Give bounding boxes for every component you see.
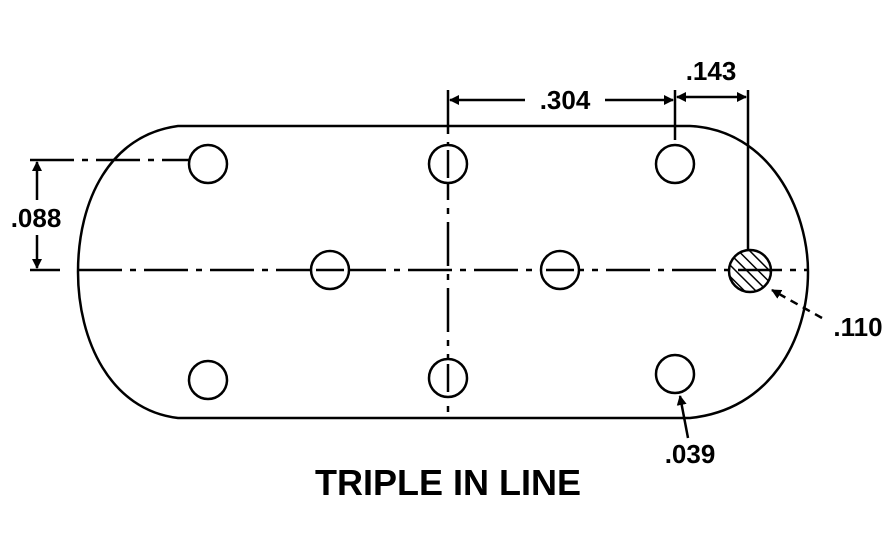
dim-spacing-label: .304 [540,85,591,115]
dim-large-hole-label: .110 [833,312,882,342]
contact-hole [654,143,696,185]
leader-arrow [676,395,690,439]
diagram-title: TRIPLE IN LINE [315,462,581,503]
dim-edge-offset-label: .143 [686,56,737,86]
insert-outline [76,124,810,420]
dim-small-hole-label: .039 [665,439,716,469]
contact-hole [654,353,696,395]
large-contact-hole-hatched [727,248,773,294]
leader-arrow [771,288,823,320]
contact-hole [187,359,229,401]
contact-hole [187,143,229,185]
dim-row-offset-label: .088 [11,203,62,233]
